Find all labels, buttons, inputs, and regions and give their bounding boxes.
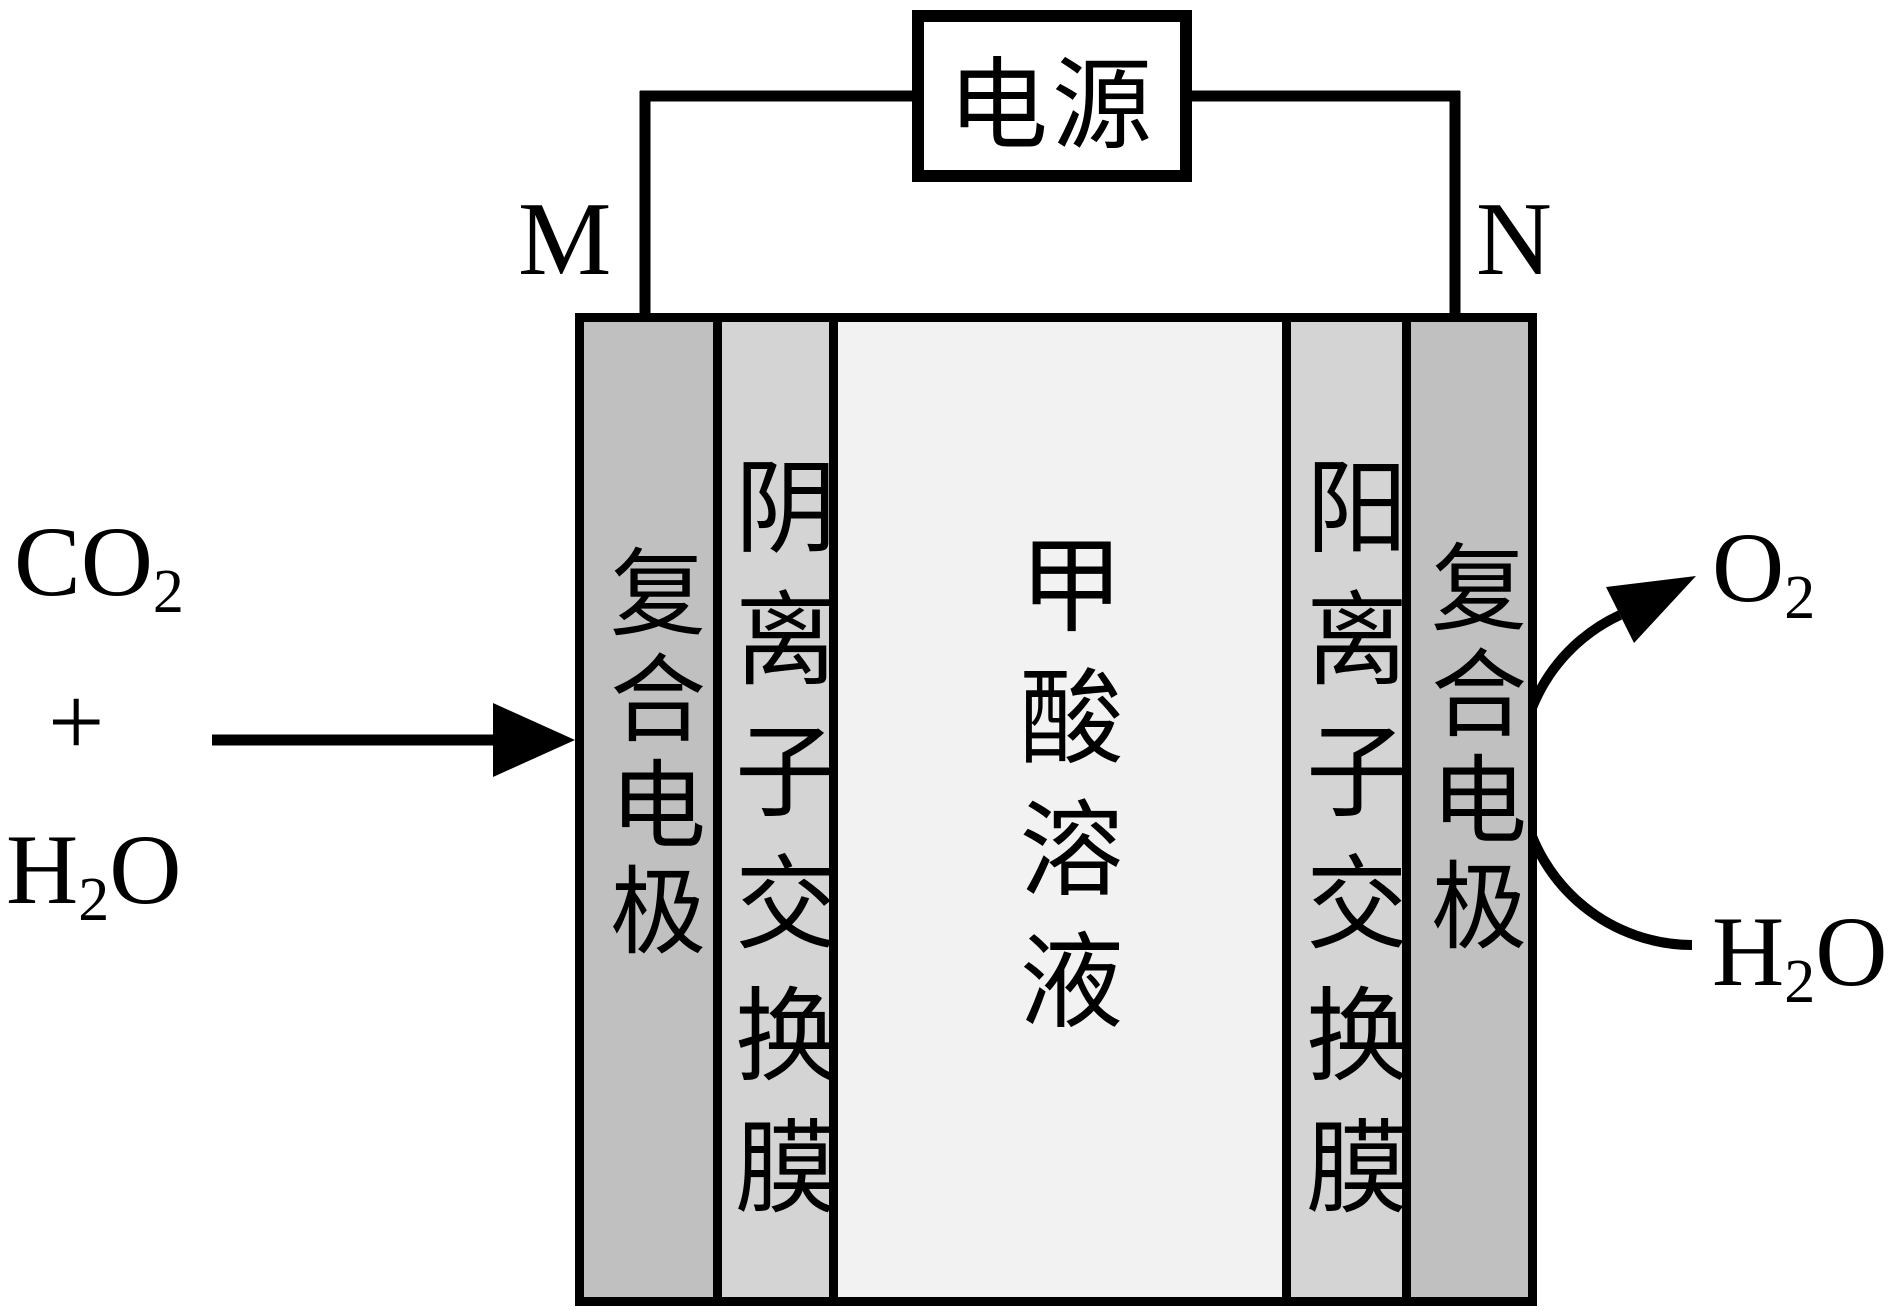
o2-evolution-arrow-curve xyxy=(1514,610,1693,950)
terminal-n-label: N xyxy=(1476,180,1552,297)
right-composite-electrode: 复合电极 xyxy=(1411,322,1528,1297)
power-supply-label: 电源 xyxy=(948,50,1156,162)
solution-label: 甲酸溶液 xyxy=(1003,530,1118,1059)
o2-subscript: 2 xyxy=(1784,564,1816,633)
cation-membrane-label: 阳离子交换膜 xyxy=(1290,453,1404,1246)
co2-feed-arrow-head xyxy=(493,703,575,777)
co2-formula: CO2 xyxy=(14,506,184,627)
terminal-m-label: M xyxy=(518,180,612,297)
cation-exchange-membrane: 阳离子交换膜 xyxy=(1290,322,1404,1297)
o2-evolution-arrow-head xyxy=(1606,576,1696,643)
anion-exchange-membrane: 阴离子交换膜 xyxy=(719,322,833,1297)
h2o-left-formula: H2O xyxy=(6,814,182,935)
right-electrode-label: 复合电极 xyxy=(1416,537,1524,962)
o2-formula: O2 xyxy=(1712,512,1816,633)
co2-subscript: 2 xyxy=(152,558,184,627)
power-supply-box: 电源 xyxy=(912,10,1192,182)
h2o-left-subscript: 2 xyxy=(78,866,110,935)
left-electrode-label: 复合电极 xyxy=(595,542,703,967)
plus-sign: + xyxy=(48,666,105,777)
anion-membrane-label: 阴离子交换膜 xyxy=(719,453,833,1246)
electrolysis-cell: 复合电极 阴离子交换膜 甲酸溶液 阳离子交换膜 复合电极 xyxy=(575,313,1537,1306)
left-composite-electrode: 复合电极 xyxy=(584,322,713,1297)
h2o-right-subscript: 2 xyxy=(1784,948,1816,1017)
h2o-right-formula: H2O xyxy=(1712,896,1888,1017)
formic-acid-solution: 甲酸溶液 xyxy=(838,322,1282,1297)
